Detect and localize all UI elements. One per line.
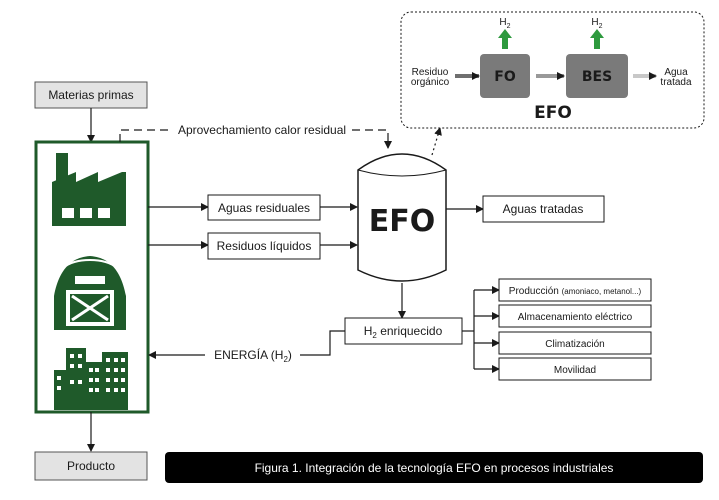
residuos-liquidos-label: Residuos líquidos [217, 239, 312, 253]
inset-efo-label: EFO [534, 103, 572, 123]
movilidad-box [498, 357, 652, 381]
aguas-residuales-label: Aguas residuales [218, 201, 310, 215]
climatizacion-box [498, 331, 652, 355]
city-buildings-icon [54, 348, 128, 410]
bes-label: BES [582, 69, 612, 85]
fo-label: FO [494, 69, 516, 85]
aguas-residuales-box [207, 194, 321, 221]
produccion-box [498, 278, 652, 302]
h2-up-arrow-icon [590, 29, 604, 49]
inset-h2-bes-label: H2 [591, 17, 602, 30]
almacenamiento-box [498, 304, 652, 328]
aguas-tratadas-box [482, 195, 605, 223]
h2-up-arrow-icon [498, 29, 512, 49]
energia-label: ENERGÍA (H2) [214, 347, 292, 364]
calor-residual-label: Aprovechamiento calor residual [178, 123, 346, 137]
inset-h2-fo-label: H2 [499, 17, 510, 30]
bes-box [566, 54, 628, 98]
movilidad-label: Movilidad [554, 365, 596, 376]
residuos-liquidos-box [207, 232, 321, 260]
almacenamiento-label: Almacenamiento eléctrico [518, 312, 633, 323]
efo-reactor-label: EFO [369, 204, 436, 239]
factory-icon [52, 153, 126, 226]
h2-enriquecido-label: H2 enriquecido [364, 324, 443, 340]
h2-enriquecido-box [344, 317, 463, 345]
aguas-tratadas-label: Aguas tratadas [503, 202, 584, 216]
produccion-label: Producción (amoniaco, metanol...) [509, 286, 642, 297]
materias-primas-box [34, 81, 148, 109]
producto-box [34, 451, 148, 481]
producto-label: Producto [67, 459, 115, 473]
climatizacion-label: Climatización [545, 339, 604, 350]
fo-box [480, 54, 530, 98]
efo-reactor [357, 153, 447, 282]
barn-icon [54, 256, 126, 330]
figure-caption: Figura 1. Integración de la tecnología E… [165, 452, 703, 483]
materias-primas-label: Materias primas [48, 88, 133, 102]
efo-inset-panel [400, 11, 705, 129]
